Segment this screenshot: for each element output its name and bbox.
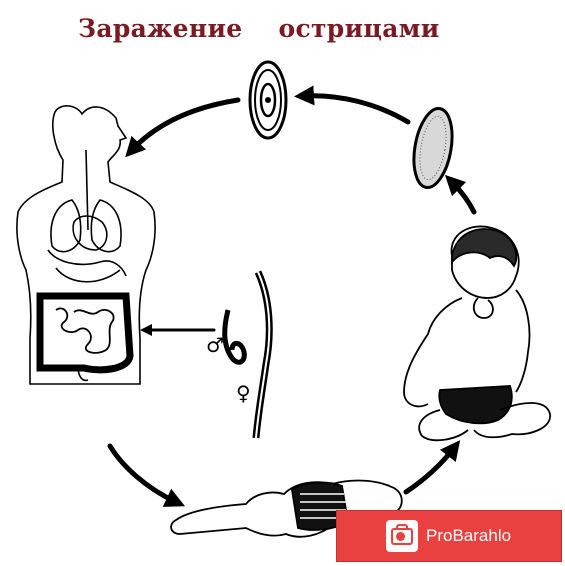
female-symbol: ♀	[236, 381, 251, 405]
cycle-arrows	[107, 85, 477, 507]
watermark-text: ProBarahlo	[426, 526, 512, 545]
pinworm-adults	[222, 270, 273, 439]
radio-icon	[386, 520, 418, 552]
child-sitting-illustration	[403, 225, 551, 442]
pinworm-egg	[412, 106, 454, 190]
diagram-title: Заражение острицами	[78, 14, 440, 43]
male-symbol: ♂	[206, 333, 224, 357]
human-torso-illustration	[16, 105, 156, 385]
pinworm-egg-with-larva	[248, 60, 288, 140]
probarahlo-watermark: ProBarahlo	[336, 510, 562, 562]
